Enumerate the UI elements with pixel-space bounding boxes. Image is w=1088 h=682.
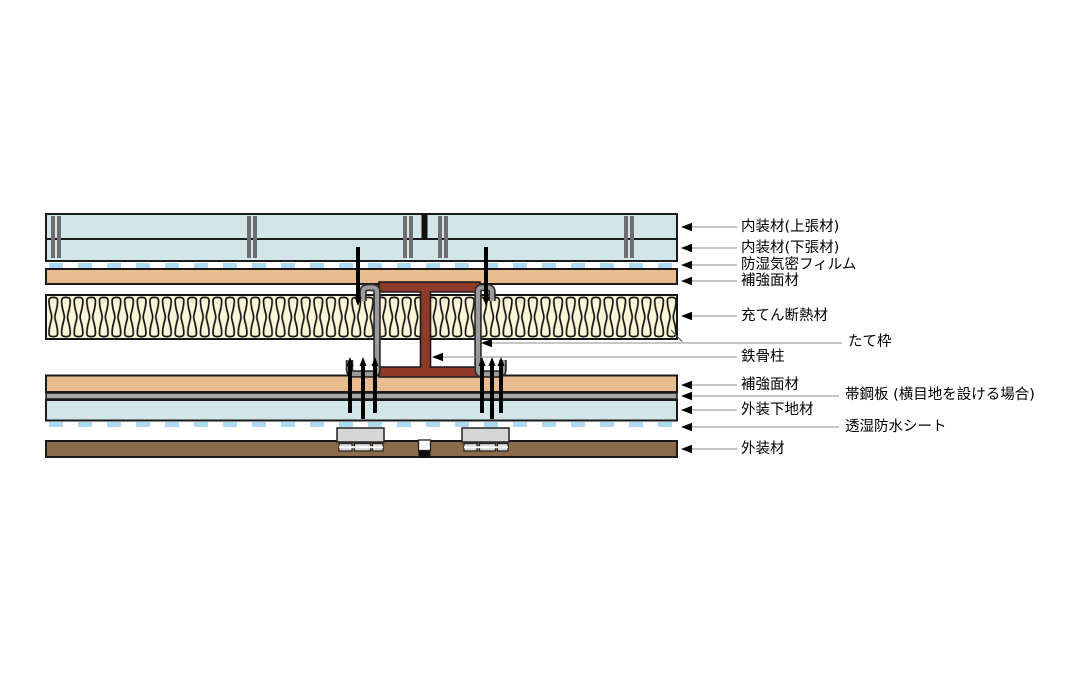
screw-tip [354,297,362,306]
screw-tip [478,357,486,366]
leader-arrowhead [681,222,692,232]
screw-shaft [484,247,488,299]
screw-shaft [356,247,360,299]
joint-sealant [418,450,431,458]
label-reinforcement-top: 補強面材 [681,272,799,289]
staple-bar [403,216,407,258]
label-text: 内装材(下張材) [741,239,839,256]
label-annotations: 内装材(上張材) 内装材(下張材) 防湿気密フィルム 補強面材 充てん断熱材 た… [432,218,1035,457]
screw-tip [359,357,367,366]
label-reinforcement-bottom: 補強面材 [681,376,799,393]
leader-arrowhead [681,380,692,390]
label-steel-column: 鉄骨柱 [432,348,785,365]
leader-arrowhead [681,444,692,454]
screw-tip [482,297,490,306]
label-text: 内装材(上張材) [741,218,839,235]
staple-bar [438,216,442,258]
label-text: 充てん断熱材 [741,307,828,324]
label-vapor-barrier: 防湿気密フィルム [681,256,856,273]
layer-interior-lower-board [45,238,678,262]
lower-screws [346,357,505,419]
clip-body [461,427,510,443]
staple-bar [444,216,448,258]
label-interior-upper: 内装材(上張材) [681,218,839,235]
insulation-pattern [47,296,676,338]
screw-tip [371,357,379,366]
joint-gap [417,439,432,452]
staple-bar [253,216,257,258]
label-steel-band: 帯鋼板 (横目地を設ける場合) [681,385,1035,403]
leader-arrowhead [681,405,692,415]
label-exterior-cladding: 外装材 [681,440,785,457]
leader-arrowhead [681,276,692,286]
staple-bar [51,216,55,258]
screw-shaft [348,364,352,413]
label-text: 補強面材 [741,376,799,393]
screw-shaft [373,364,377,413]
leader-arrowhead [481,338,492,348]
label-waterproof-sheet: 透湿防水シート [681,418,947,435]
leader-arrowhead [681,391,692,401]
label-insulation: 充てん断熱材 [681,307,828,324]
clip-body [336,427,385,443]
cladding-clip-left [336,427,385,452]
screw-shaft [361,364,365,419]
screw-shaft [499,364,503,413]
label-sheathing: 外装下地材 [681,401,814,418]
cladding-joint [417,439,432,458]
label-text: 防湿気密フィルム [741,256,856,273]
interior-board-staples [51,216,634,258]
label-text: 鉄骨柱 [741,348,785,365]
cladding-clip-right [461,427,510,452]
leader-arrowhead [681,311,692,321]
label-text: 外装下地材 [741,401,814,418]
label-text: たて枠 [848,333,892,350]
label-vertical-stud: たて枠 [481,333,892,350]
break-mark [670,329,683,342]
screw-tip [497,357,505,366]
layer-interior-upper-board [45,213,678,240]
staple-bar [624,216,628,258]
label-text: 外装材 [741,440,785,457]
screw-shaft [480,364,484,413]
staple-bar [409,216,413,258]
leader-arrowhead [681,422,692,432]
layer-reinforcement-board-top [45,268,678,285]
leader-arrowhead [681,260,692,270]
screw-shaft [490,364,494,419]
label-text: 帯鋼板 (横目地を設ける場合) [845,385,1035,403]
upper-screws [354,247,490,306]
leader-arrowhead [432,352,443,362]
label-text: 透湿防水シート [845,418,947,435]
upper-board-joint [421,214,428,239]
staple-bar [247,216,251,258]
leader-arrowhead [681,243,692,253]
label-interior-lower: 内装材(下張材) [681,239,839,256]
label-text: 補強面材 [741,272,799,289]
staple-bar [57,216,61,258]
screw-tip [346,357,354,366]
screw-tip [488,357,496,366]
staple-bar [630,216,634,258]
